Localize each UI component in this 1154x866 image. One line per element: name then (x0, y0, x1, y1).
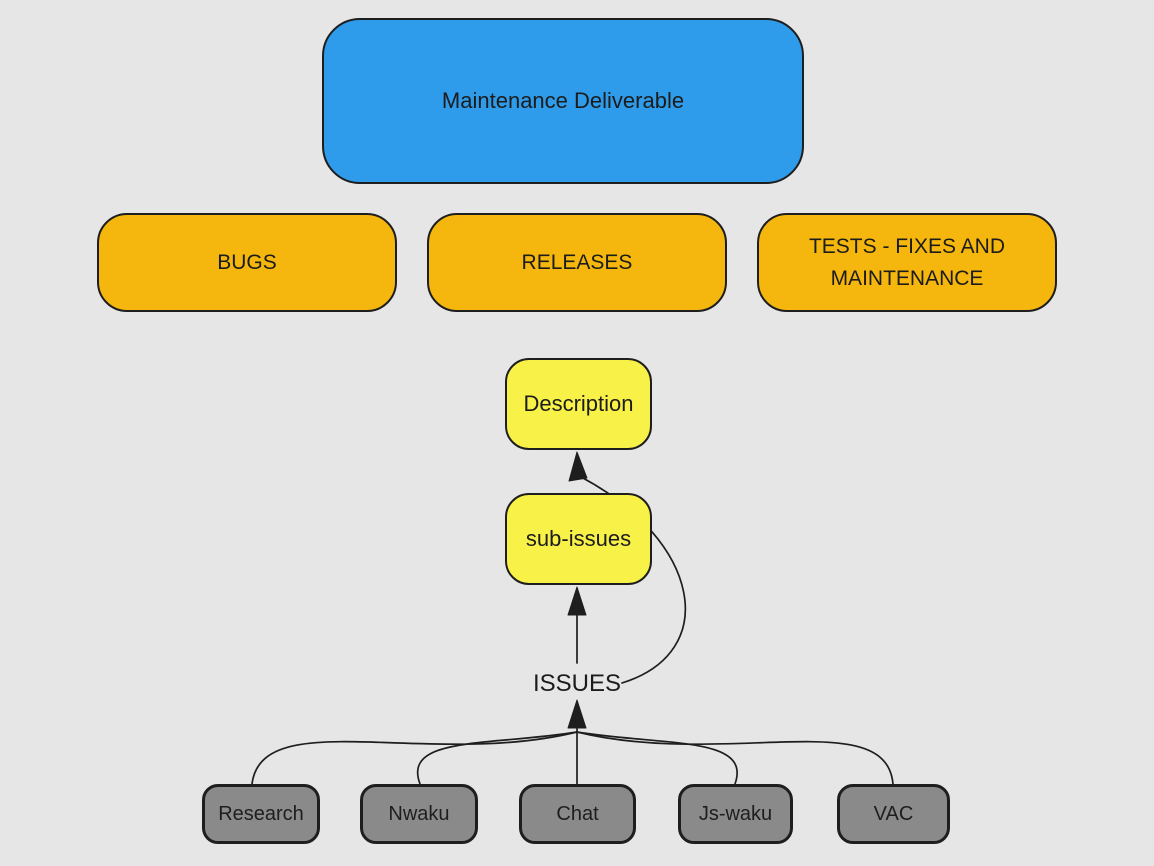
arrowhead-issues (567, 699, 587, 729)
node-sub-issues[interactable]: sub-issues (505, 493, 652, 585)
node-description-label: Description (523, 391, 634, 416)
arrowhead-description (568, 451, 588, 482)
node-sub-issues-label: sub-issues (525, 526, 632, 551)
node-js-waku-label: Js-waku (698, 802, 773, 825)
node-chat-label: Chat (556, 802, 599, 825)
node-research-label: Research (218, 802, 304, 825)
node-bugs-label: BUGS (217, 250, 277, 274)
node-vac-label: VAC (873, 802, 914, 825)
connector-research-to-issues (251, 731, 578, 785)
node-nwaku[interactable]: Nwaku (360, 784, 478, 844)
node-releases-label: RELEASES (521, 250, 633, 274)
node-bugs[interactable]: BUGS (97, 213, 397, 312)
label-issues[interactable]: ISSUES (532, 670, 622, 697)
connector-nwaku-to-issues (416, 731, 578, 785)
node-tests-fixes-maintenance[interactable]: TESTS - FIXES AND MAINTENANCE (757, 213, 1057, 312)
node-nwaku-label: Nwaku (388, 802, 450, 825)
arrowhead-subissues (567, 586, 587, 616)
node-js-waku[interactable]: Js-waku (678, 784, 793, 844)
node-research[interactable]: Research (202, 784, 320, 844)
node-releases[interactable]: RELEASES (427, 213, 727, 312)
node-vac[interactable]: VAC (837, 784, 950, 844)
node-chat[interactable]: Chat (519, 784, 636, 844)
connector-jswaku-to-issues (576, 731, 738, 785)
node-tests-fixes-maintenance-label: TESTS - FIXES AND MAINTENANCE (808, 235, 1006, 290)
connector-vac-to-issues (576, 731, 894, 785)
node-maintenance-deliverable[interactable]: Maintenance Deliverable (322, 18, 804, 184)
node-description[interactable]: Description (505, 358, 652, 450)
node-maintenance-deliverable-label: Maintenance Deliverable (441, 88, 685, 113)
